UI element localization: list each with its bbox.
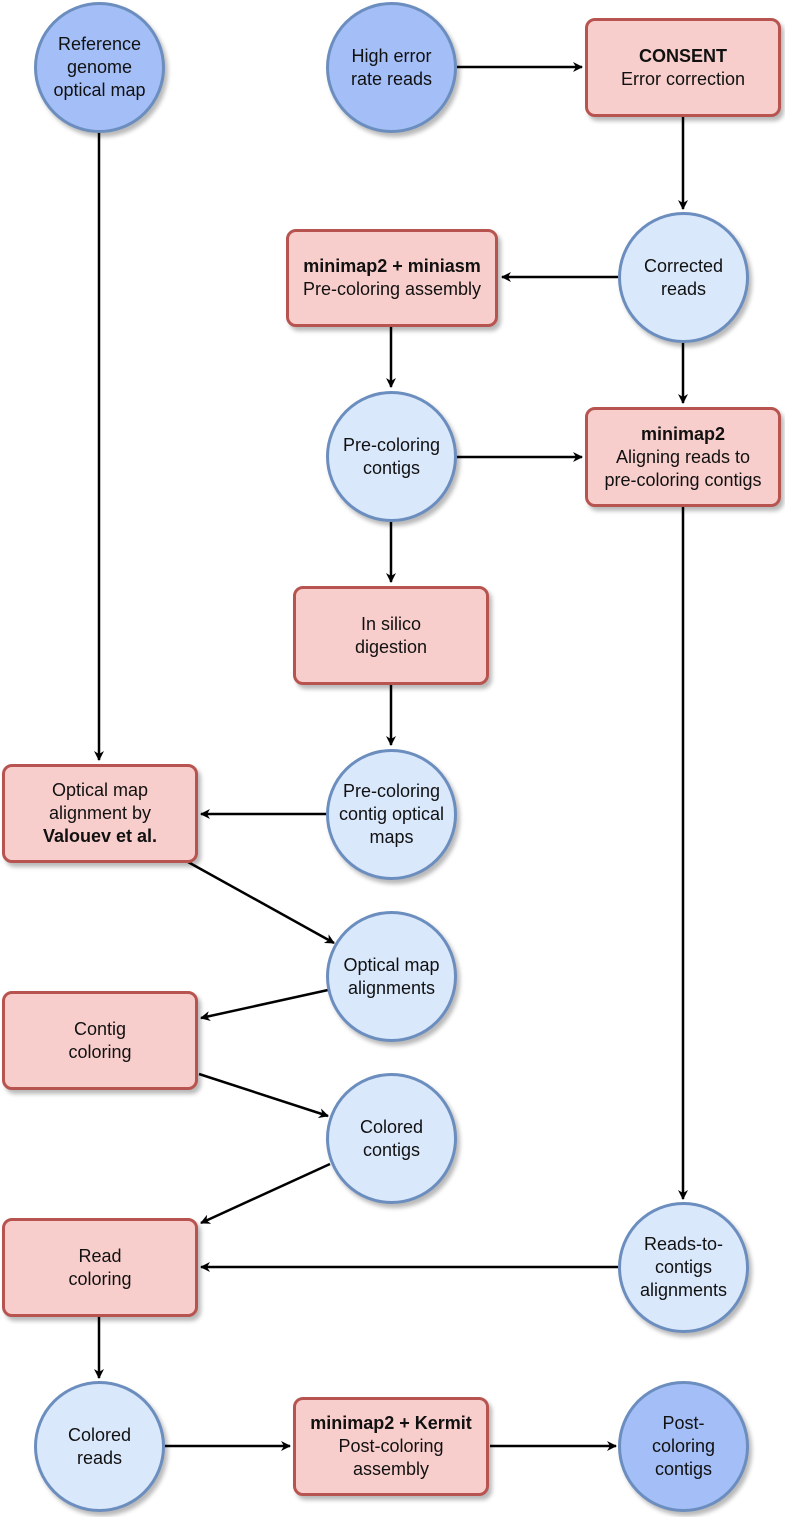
node-subtitle: Pre-coloring assembly xyxy=(302,279,482,299)
node-subtitle: pre-coloring contigs xyxy=(604,469,762,490)
node-text-line: contigs xyxy=(362,457,421,478)
node-text-line: Contig xyxy=(73,1018,127,1039)
node-text-line: coloring xyxy=(651,1436,716,1456)
node-text-line: digestion xyxy=(354,636,428,657)
node-text-line: Optical map xyxy=(51,780,149,800)
in-silico-digestion-node: In silico digestion xyxy=(293,586,489,685)
node-text-line: Read xyxy=(78,1245,122,1266)
read-coloring-node: Read coloring xyxy=(2,1218,198,1317)
node-title: minimap2 xyxy=(640,423,726,444)
node-subtitle: Aligning reads to xyxy=(615,446,751,467)
node-text-line: coloring xyxy=(68,1268,132,1289)
node-text-line: Pre-coloring xyxy=(342,434,441,455)
edge-optical-alignment-to-alignments xyxy=(187,860,335,945)
node-text-line: Optical map xyxy=(343,954,440,975)
edge-alignments-to-contig-coloring xyxy=(200,988,329,1021)
minimap2-alignment-node: minimap2 Aligning reads to pre-coloring … xyxy=(585,407,781,507)
node-text-line: contigs xyxy=(654,1257,713,1277)
node-text-line: genome xyxy=(66,57,133,77)
node-title: CONSENT xyxy=(638,45,727,66)
node-text-line: Colored xyxy=(67,1424,132,1445)
node-text-line: Reads-to- xyxy=(643,1234,724,1254)
node-text-line: Reference xyxy=(57,34,142,54)
node-subtitle: Post-coloring xyxy=(338,1436,444,1456)
node-text-line: Post- xyxy=(662,1413,705,1433)
node-text-line: contigs xyxy=(654,1459,713,1479)
node-text-line: reads xyxy=(660,278,707,299)
node-text-line: contig optical xyxy=(338,804,445,824)
optical-map-alignment-node: Optical map alignment by Valouev et al. xyxy=(2,764,198,863)
colored-contigs-node: Colored contigs xyxy=(326,1073,457,1204)
reads-to-contigs-alignments-node: Reads-to- contigs alignments xyxy=(618,1202,749,1333)
node-text-line: alignment by xyxy=(48,803,152,823)
edge-colored-contigs-to-read-coloring xyxy=(200,1162,331,1225)
node-text-line: High error xyxy=(351,45,432,66)
reference-genome-optical-map-node: Reference genome optical map xyxy=(34,2,165,133)
minimap2-kermit-node: minimap2 + Kermit Post-coloring assembly xyxy=(293,1397,489,1496)
postcoloring-contigs-node: Post- coloring contigs xyxy=(618,1381,749,1512)
high-error-rate-reads-node: High error rate reads xyxy=(326,2,457,133)
node-text-line: optical map xyxy=(53,80,146,100)
node-text-line: In silico xyxy=(360,613,422,634)
node-title: minimap2 + Kermit xyxy=(310,1413,472,1433)
node-text-line: alignments xyxy=(639,1280,728,1300)
edge-contig-coloring-to-colored-contigs xyxy=(198,1072,329,1118)
optical-map-alignments-node: Optical map alignments xyxy=(326,911,457,1042)
colored-reads-node: Colored reads xyxy=(34,1381,165,1512)
node-subtitle: Error correction xyxy=(620,68,746,89)
node-title: minimap2 + miniasm xyxy=(303,256,481,276)
consent-error-correction-node: CONSENT Error correction xyxy=(585,18,781,117)
node-text-line: alignments xyxy=(347,977,436,998)
contig-coloring-node: Contig coloring xyxy=(2,991,198,1090)
node-subtitle: assembly xyxy=(352,1459,430,1479)
node-text-line: Pre-coloring xyxy=(342,781,441,801)
corrected-reads-node: Corrected reads xyxy=(618,212,749,343)
node-text-line: rate reads xyxy=(350,68,433,89)
precoloring-contig-optical-maps-node: Pre-coloring contig optical maps xyxy=(326,749,457,880)
minimap2-miniasm-node: minimap2 + miniasm Pre-coloring assembly xyxy=(286,229,498,327)
precoloring-contigs-node: Pre-coloring contigs xyxy=(326,391,457,522)
node-text-line: maps xyxy=(369,827,414,847)
node-title: Valouev et al. xyxy=(42,826,158,846)
node-text-line: contigs xyxy=(362,1139,421,1160)
node-text-line: reads xyxy=(76,1447,123,1468)
node-text-line: Colored xyxy=(359,1116,424,1137)
node-text-line: Corrected xyxy=(643,255,724,276)
node-text-line: coloring xyxy=(68,1041,132,1062)
